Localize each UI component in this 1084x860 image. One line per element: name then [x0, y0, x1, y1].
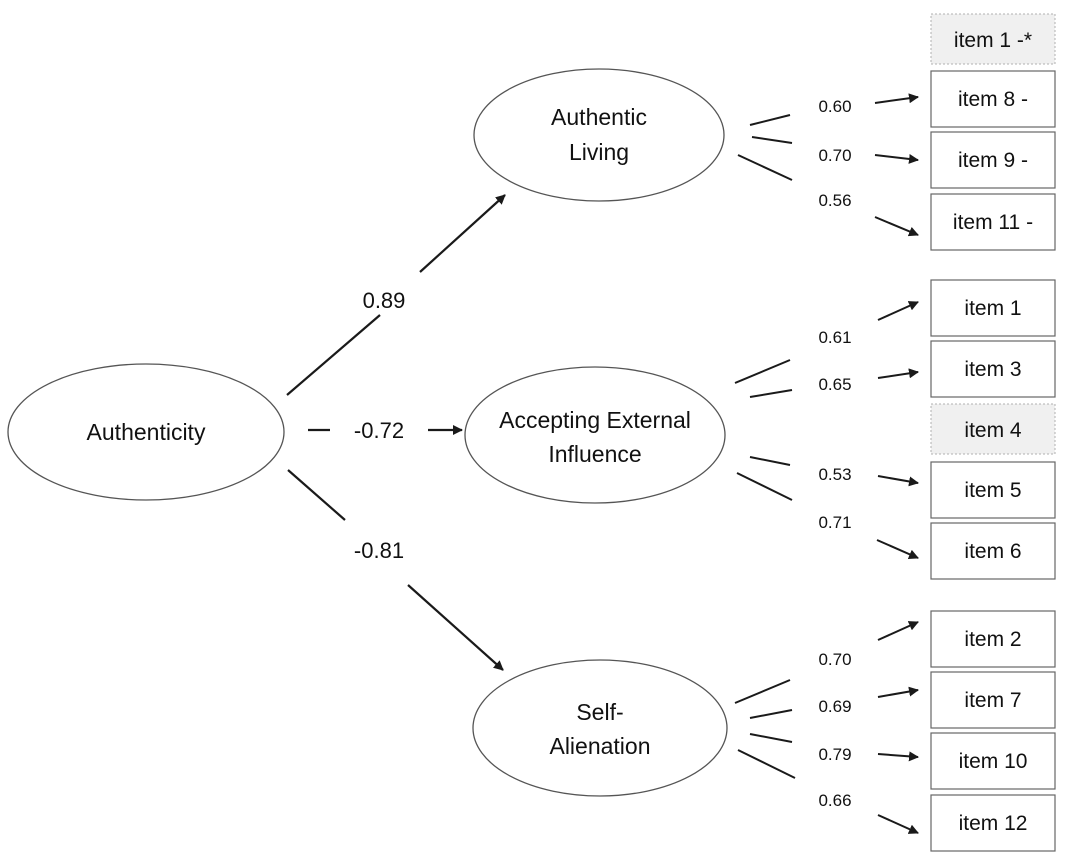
item-box [930, 461, 1056, 519]
loading-arrow [877, 621, 919, 641]
authentic-living-label-line2: Living [569, 139, 629, 165]
item-label: item 11 - [953, 211, 1033, 234]
item-box-excluded [930, 403, 1056, 455]
item-label: item 3 [964, 358, 1021, 381]
loading-arrow [874, 153, 919, 164]
item-box [930, 131, 1056, 189]
loading-arrow [874, 93, 919, 104]
loading-coef: 0.66 [818, 791, 851, 810]
loading-line [737, 749, 796, 779]
loading-coef: 0.61 [818, 328, 851, 347]
item-box-excluded [930, 13, 1056, 65]
path-authentic-living [286, 194, 506, 396]
loading-coef: 0.56 [818, 191, 851, 210]
loading-line [749, 456, 791, 466]
loading-line [749, 114, 791, 126]
authentic-living-node [473, 68, 725, 202]
self-alienation-node [472, 659, 728, 797]
item-label: item 7 [964, 689, 1021, 712]
loading-coef: 0.69 [818, 697, 851, 716]
item-label-excluded: item 4 [964, 419, 1022, 442]
loading-arrow [874, 216, 919, 237]
item-box [930, 732, 1056, 790]
item-box [930, 279, 1056, 337]
item-box [930, 70, 1056, 128]
item-box [930, 794, 1056, 852]
item-label: item 8 - [958, 88, 1028, 111]
loading-line [734, 679, 791, 704]
loading-line [736, 472, 793, 501]
loading-arrow [877, 368, 919, 379]
item-label: item 1 [964, 297, 1021, 320]
path-self-alienation [287, 469, 504, 671]
item-label: item 5 [964, 479, 1021, 502]
path-coef-self-alienation: -0.81 [354, 538, 404, 563]
item-label: item 2 [964, 628, 1021, 651]
loading-arrow [876, 539, 919, 559]
item-label: item 6 [964, 540, 1021, 563]
loading-coef: 0.60 [818, 97, 851, 116]
loading-coef: 0.71 [818, 513, 851, 532]
loading-coef: 0.65 [818, 375, 851, 394]
loading-line [734, 359, 791, 384]
authentic-living-label-line1: Authentic [551, 104, 647, 130]
loading-line [749, 733, 793, 743]
item-box [930, 522, 1056, 580]
path-coef-accepting-external-influence: -0.72 [354, 418, 404, 443]
item-label-excluded: item 1 -* [954, 29, 1032, 52]
item-label: item 10 [959, 750, 1028, 773]
authenticity-label: Authenticity [87, 419, 206, 445]
self-alienation-label-line2: Alienation [549, 733, 650, 759]
loading-coef: 0.79 [818, 745, 851, 764]
item-label: item 12 [959, 812, 1028, 835]
path-coef-authentic-living: 0.89 [363, 288, 406, 313]
accepting-external-influence-label-line1: Accepting External [499, 407, 691, 433]
item-box [930, 340, 1056, 398]
loading-line [751, 136, 793, 144]
item-box [930, 671, 1056, 729]
accepting-external-influence-label-line2: Influence [548, 441, 641, 467]
loading-coef: 0.70 [818, 146, 851, 165]
loading-coef: 0.70 [818, 650, 851, 669]
self-alienation-label-line1: Self- [576, 699, 623, 725]
loading-arrow [877, 301, 919, 321]
accepting-external-influence-node [464, 366, 726, 504]
item-label: item 9 - [958, 149, 1028, 172]
loading-arrow [877, 751, 919, 762]
loading-coef: 0.53 [818, 465, 851, 484]
loading-arrow [877, 814, 919, 834]
item-box [930, 610, 1056, 668]
item-box [930, 193, 1056, 251]
loading-line [737, 154, 793, 181]
authenticity-node [7, 363, 285, 501]
loading-arrow [877, 475, 919, 487]
loading-line [749, 709, 793, 719]
loading-arrow [877, 686, 919, 698]
loading-line [749, 389, 793, 398]
